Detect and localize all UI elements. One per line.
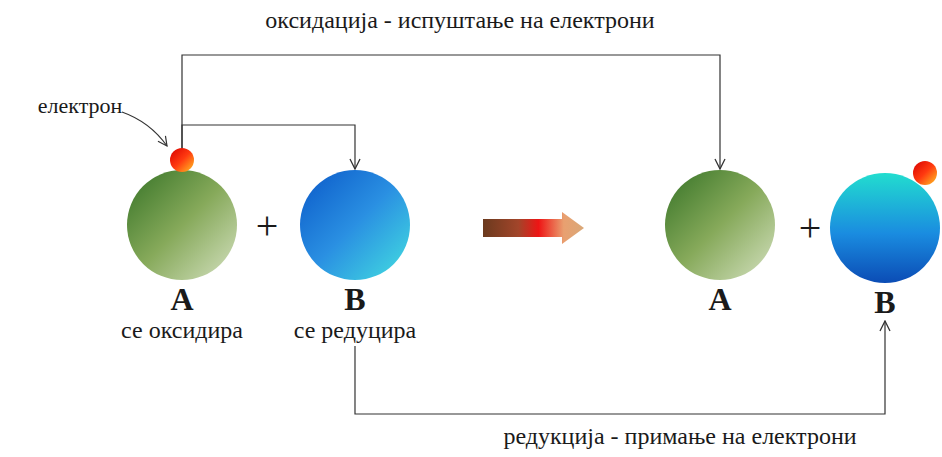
particle-circle: [127, 170, 237, 280]
particle-letter: B: [344, 282, 365, 316]
leader-line: [122, 112, 167, 146]
particle-circle: [665, 170, 775, 280]
particle-caption: се оксидира: [121, 316, 243, 344]
plus-sign: +: [799, 205, 822, 251]
reactant-particle: A: [661, 170, 779, 316]
reaction-connector: [182, 125, 355, 170]
plus-sign: +: [256, 203, 279, 249]
reaction-connector: [355, 321, 885, 414]
particle-letter: B: [874, 285, 895, 319]
electron-label: електрон: [38, 93, 123, 118]
edge-label: редукција - примање на електрони: [503, 422, 856, 450]
particle-circle: [300, 170, 410, 280]
particle-letter: A: [170, 282, 193, 316]
edge-label: оксидација - испуштање на електрони: [265, 6, 654, 34]
electron-dot: [913, 161, 937, 185]
reaction-connector: [182, 55, 720, 170]
reactant-particle: Bсе редуцира: [290, 170, 420, 344]
particle-body: [127, 170, 237, 280]
particle-caption: се редуцира: [294, 316, 416, 344]
electron-dot: [170, 148, 194, 172]
reaction-arrow: [483, 212, 584, 244]
particle-body: [830, 173, 940, 283]
particle-letter: A: [708, 282, 731, 316]
reactant-particle: B: [826, 173, 942, 319]
particle-body: [300, 170, 410, 280]
particle-circle: [830, 173, 940, 283]
reactant-particle: Aсе оксидира: [117, 170, 247, 344]
particle-body: [665, 170, 775, 280]
